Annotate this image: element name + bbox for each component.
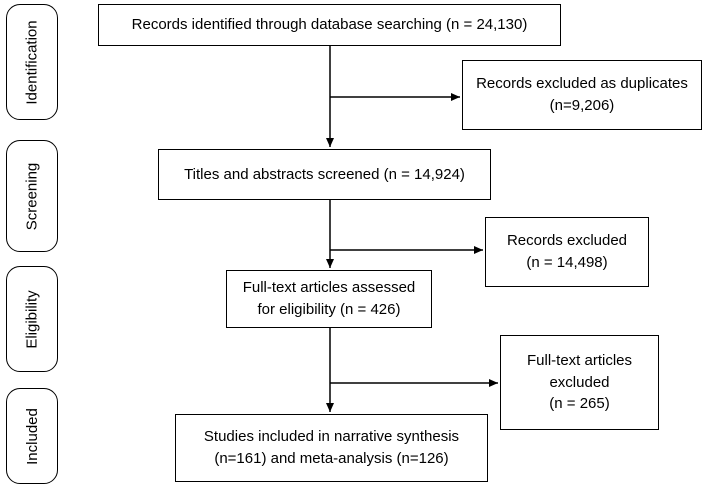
box-records-identified: Records identified through database sear… (98, 4, 561, 46)
phase-included: Included (6, 388, 58, 484)
box-records-identified-text: Records identified through database sear… (131, 16, 528, 34)
box-studies-included-text: Studies included in narrative synthesis … (203, 428, 460, 467)
box-excluded-duplicates: Records excluded as duplicates (n=9,206) (462, 60, 702, 130)
box-records-excluded: Records excluded (n = 14,498) (485, 217, 649, 287)
phase-screening: Screening (6, 140, 58, 252)
phase-eligibility: Eligibility (6, 266, 58, 372)
box-fulltext-assessed-text: Full-text articles assessed for eligibil… (242, 279, 416, 318)
box-fulltext-excluded: Full-text articles excluded (n = 265) (500, 335, 659, 430)
box-studies-included: Studies included in narrative synthesis … (175, 414, 488, 482)
phase-identification: Identification (6, 4, 58, 120)
box-fulltext-excluded-text: Full-text articles excluded (n = 265) (526, 351, 633, 413)
box-excluded-duplicates-text: Records excluded as duplicates (n=9,206) (476, 75, 688, 114)
box-fulltext-assessed: Full-text articles assessed for eligibil… (226, 270, 432, 328)
box-titles-abstracts-screened-text: Titles and abstracts screened (n = 14,92… (184, 165, 465, 183)
box-records-excluded-text: Records excluded (n = 14,498) (506, 232, 628, 271)
box-titles-abstracts-screened: Titles and abstracts screened (n = 14,92… (158, 149, 491, 200)
